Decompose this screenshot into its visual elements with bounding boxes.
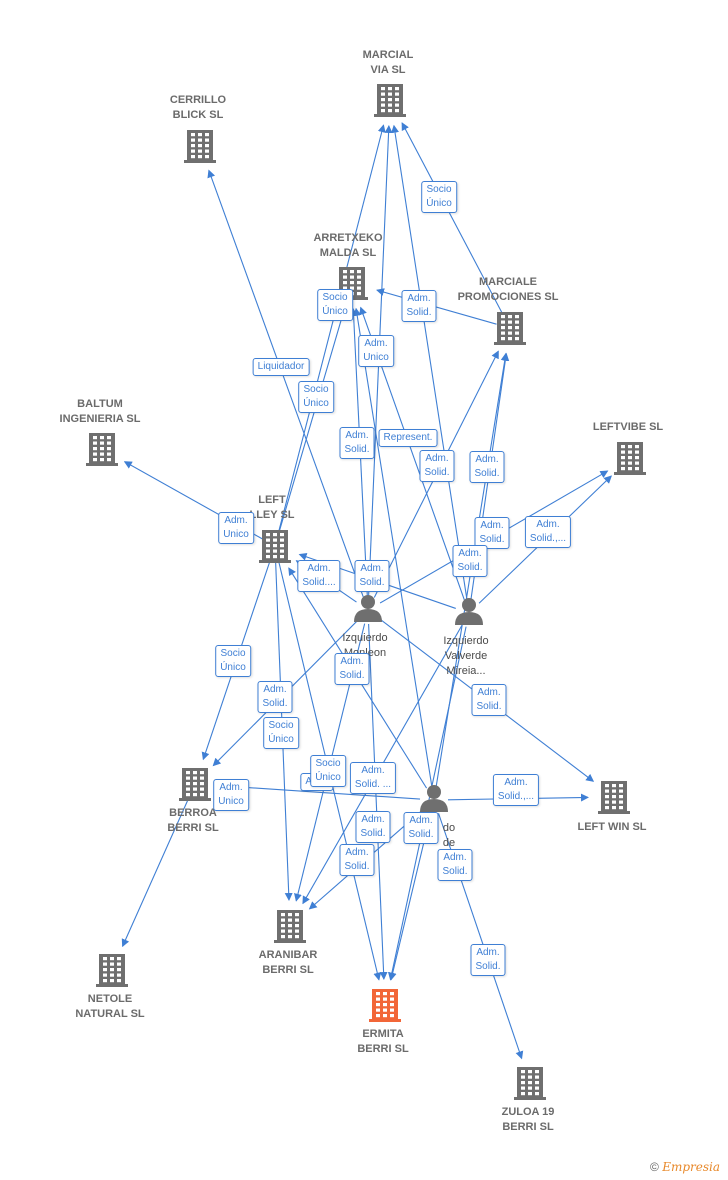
relation-label: Adm. Solid. [469,451,505,483]
brand-logo[interactable]: Empresia [662,1160,720,1174]
relation-label: Adm. Solid.,... [524,516,572,548]
edge-p1-ermita [368,623,388,981]
company-leftvalley-building-icon[interactable] [259,530,291,563]
relation-label: Adm. Solid.... [297,560,341,592]
company-leftvibe-building-icon[interactable] [614,442,646,475]
relation-label: Adm. Solid. [339,844,375,876]
company-aranibar-building-icon[interactable] [274,910,306,943]
relation-label: Adm. Solid. [474,517,510,549]
edge-p3-arretxeko [353,307,433,787]
edge-berroa-netole [121,796,190,948]
edge-marciale-arretxeko [376,288,497,325]
company-label-zuloa[interactable]: ZULOA 19 BERRI SL [501,1106,555,1133]
company-leftwin-building-icon[interactable] [598,781,630,814]
edge-p3-berroa [219,782,421,800]
relation-label: Adm. Solid. [419,450,455,482]
relation-label: Adm. Solid. [437,849,473,881]
relation-label: Socio Único [215,645,251,677]
person-p1-person-icon[interactable] [354,595,382,622]
relation-label: Socio Único [263,717,299,749]
company-cerrillo-building-icon[interactable] [184,130,216,163]
company-marcial-building-icon[interactable] [374,84,406,117]
relation-label: Adm. Solid. [471,684,507,716]
company-baltum-building-icon[interactable] [86,433,118,466]
relation-label: Adm. Unico [358,335,394,367]
company-ermita-building-icon[interactable] [369,989,401,1022]
relation-label: Adm. Solid. [452,545,488,577]
company-label-cerrillo[interactable]: CERRILLO BLICK SL [169,94,227,121]
relation-label: Adm. Solid. [403,812,439,844]
company-label-arretxeko[interactable]: ARRETXEKO MALDA SL [313,232,383,259]
person-label-p2[interactable]: Izquierdo Valverde Mireia... [443,635,489,677]
relation-label: Adm. Unico [218,512,254,544]
relation-label: Adm. Solid. [334,653,370,685]
company-label-leftvibe[interactable]: LEFTVIBE SL [592,421,664,433]
copyright: © Empresia [650,1160,720,1174]
edge-marciale-marcial [401,122,504,316]
relation-label: Adm. Solid.,... [492,774,540,806]
edge-p1-cerrillo [207,169,364,598]
edge-leftvalley-marcial [277,124,386,533]
copyright-symbol: © [650,1160,659,1174]
relation-label: Liquidador [252,358,310,376]
company-netole-building-icon[interactable] [96,954,128,987]
person-p2-person-icon[interactable] [455,598,483,625]
relation-label: Adm. Solid. [257,681,293,713]
company-label-netole[interactable]: NETOLE NATURAL SL [75,993,145,1020]
relation-label: Adm. Solid. [355,811,391,843]
company-label-aranibar[interactable]: ARANIBAR BERRI SL [258,949,318,976]
company-berroa-building-icon[interactable] [179,768,211,801]
company-label-leftwin[interactable]: LEFT WIN SL [577,821,647,833]
company-zuloa-building-icon[interactable] [514,1067,546,1100]
relation-label: Adm. Solid. [401,290,437,322]
relation-label: Socio Único [310,755,346,787]
edge-p2-marcial [391,124,468,600]
company-label-baltum[interactable]: BALTUM INGENIERIA SL [59,398,141,425]
person-p3-person-icon[interactable] [420,785,448,812]
relation-label: Socio Único [298,381,334,413]
relation-label: Socio Único [421,181,457,213]
relation-label: Adm. Unico [213,779,249,811]
company-label-marcial[interactable]: MARCIAL VIA SL [362,49,414,76]
company-marciale-building-icon[interactable] [494,312,526,345]
relation-label: Represent. [378,429,438,447]
relation-label: Adm. Solid. [470,944,506,976]
company-label-marciale[interactable]: MARCIALE PROMOCIONES SL [457,276,559,303]
company-label-leftvalley[interactable]: LEFT LLEY SL [249,494,295,521]
company-label-berroa[interactable]: BERROA BERRI SL [167,807,219,834]
nodes-layer [86,84,646,1100]
relation-label: Adm. Solid. [339,427,375,459]
relation-label: Adm. Solid. [354,560,390,592]
edge-leftvalley-arretxeko [278,306,347,533]
relation-label: Socio Único [317,289,353,321]
relation-label: Adm. Solid. ... [349,762,397,794]
company-label-ermita[interactable]: ERMITA BERRI SL [357,1028,409,1055]
